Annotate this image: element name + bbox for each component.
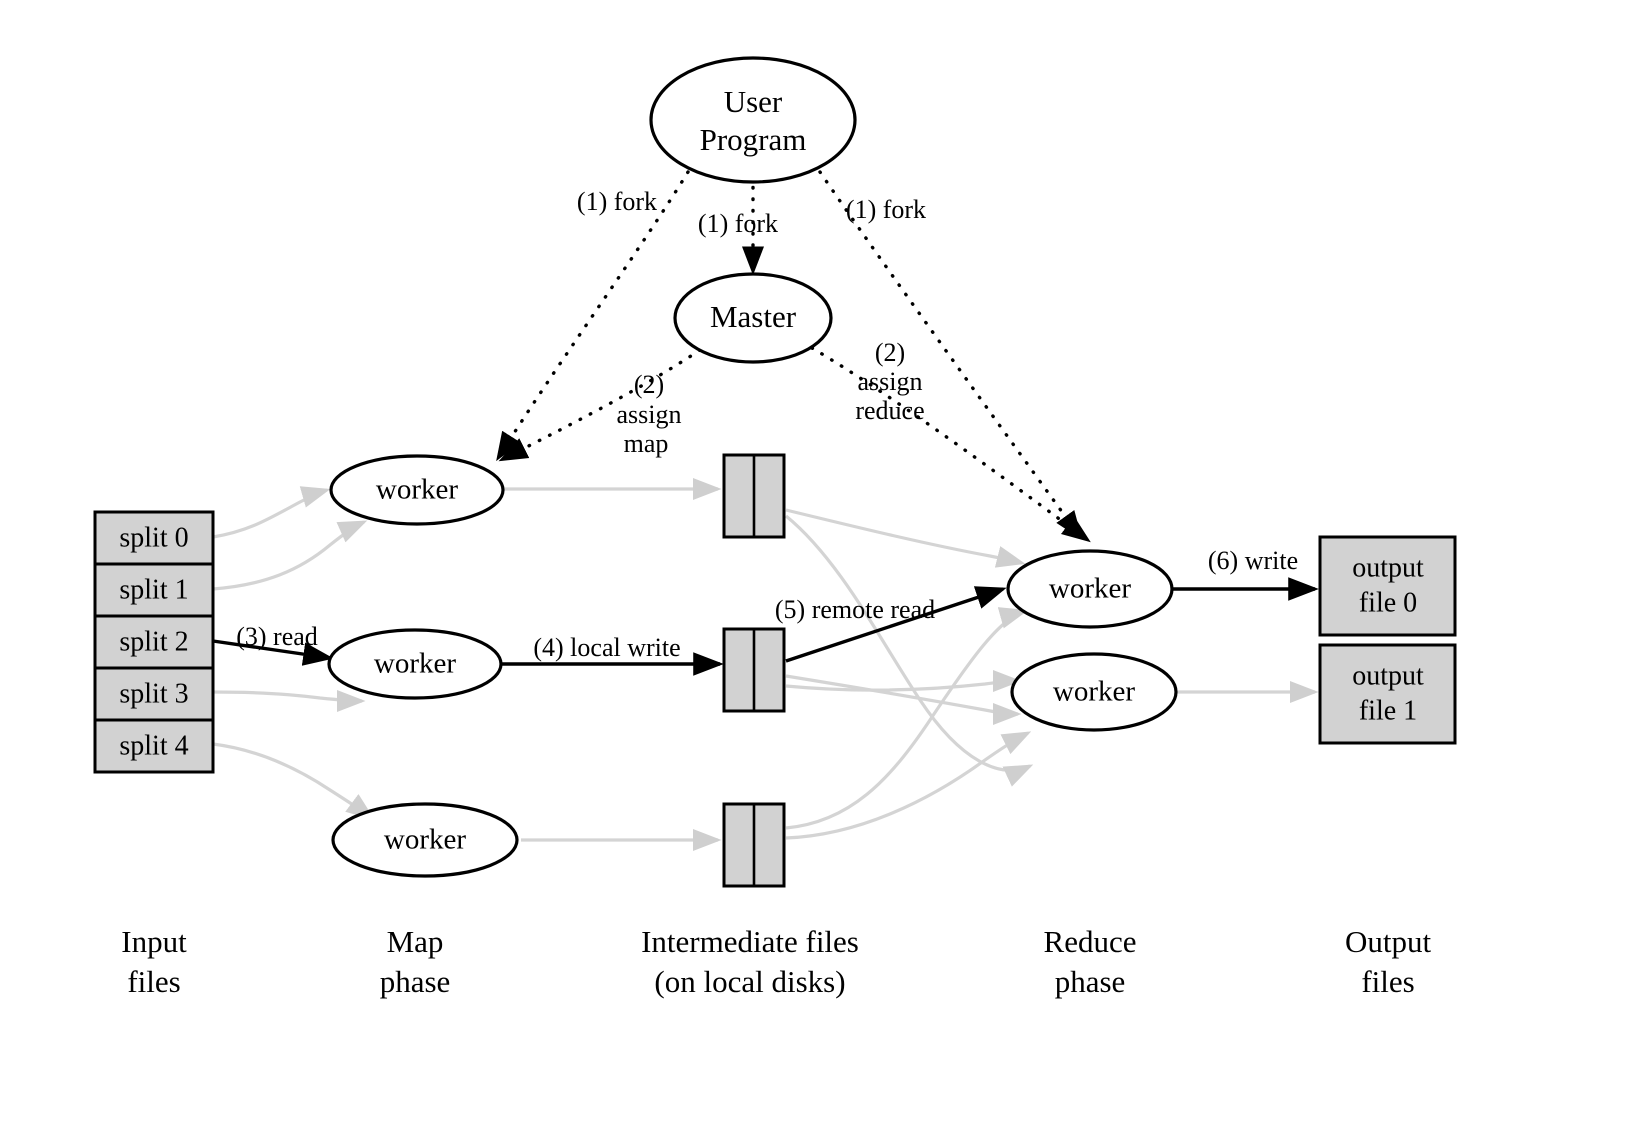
input-split-3-label: split 3 [119,678,188,709]
edge-inter2-to-reduce1-line [785,586,1007,663]
map-worker-1-ellipse[interactable] [329,454,505,526]
output-file-0-label-line2: file 0 [1359,587,1417,618]
edge-split4-to-worker3 [212,742,375,821]
intermediate-file-0[interactable] [722,453,786,539]
edge-inter1-to-reduce1 [785,508,1026,568]
caption-reduce-line1: Reduce [1044,924,1137,959]
label-local-write: (4) local write [533,633,680,662]
caption-input-line2: files [127,964,180,999]
caption-intermediate-line2: (on local disks) [654,964,845,999]
caption-input-line1: Input [121,924,187,959]
output-file-0-label-line1: output [1352,552,1424,583]
label-fork-left: (1) fork [577,187,657,216]
caption-map-line1: Map [387,924,444,959]
edge-fork-right [818,170,1083,540]
input-split-4-label: split 4 [119,730,188,761]
intermediate-file-2[interactable] [722,802,786,888]
output-file-0[interactable]: output file 0 [1318,535,1457,637]
label-assign-reduce-line1: (2) [875,338,905,367]
node-master[interactable]: Master [673,272,833,364]
label-assign-map-line1: (2) [634,370,664,399]
edge-inter2-to-reduce1b [785,669,1022,693]
reduce-worker-1-label: worker [1049,573,1131,605]
input-split-1[interactable]: split 1 [93,562,215,618]
reduce-worker-2-ellipse[interactable] [1010,652,1178,732]
node-user-program[interactable]: User Program [649,56,857,184]
node-map-worker-3[interactable]: worker [331,802,519,878]
edge-split1-to-worker1 [212,520,368,591]
label-fork-right: (1) fork [846,195,926,224]
user-program-label-line1: User [724,84,783,119]
caption-output-line1: Output [1345,924,1432,959]
label-fork-center: (1) fork [698,209,778,238]
output-file-1-label-line1: output [1352,660,1424,691]
edge-read [212,639,334,666]
input-split-2[interactable]: split 2 [93,614,215,670]
map-worker-3-label: worker [384,824,466,856]
edge-inter1-to-reduce2 [784,514,1034,787]
map-worker-1-label: worker [376,474,458,506]
edge-inter3-to-reduce1 [785,607,1029,830]
output-file-1[interactable]: output file 1 [1318,643,1457,745]
caption-reduce-line2: phase [1055,964,1126,999]
label-write: (6) write [1208,546,1298,575]
caption-map-line2: phase [380,964,451,999]
edges-intermediate-to-reduce [784,508,1034,840]
node-map-worker-2[interactable]: worker [327,628,503,700]
edge-remote-read [785,586,1007,663]
map-worker-2-ellipse[interactable] [327,628,503,700]
input-splits-stack: split 0 split 1 split 2 split 3 split 4 [93,510,215,774]
label-assign-map-line2: assign [617,400,682,429]
edge-label-group: (1) fork (1) fork (1) fork (2) assign ma… [236,187,1298,662]
caption-output-line2: files [1361,964,1414,999]
input-split-4[interactable]: split 4 [93,718,215,774]
node-reduce-worker-1[interactable]: worker [1006,549,1174,629]
map-worker-3-ellipse[interactable] [331,802,519,878]
output-file-0-box[interactable] [1318,535,1457,637]
reduce-worker-1-ellipse[interactable] [1006,549,1174,629]
edge-split0-to-worker1 [212,486,331,539]
edge-assign-map [498,348,702,462]
edges-map-to-intermediate [503,477,722,852]
node-reduce-worker-2[interactable]: worker [1010,652,1178,732]
input-split-0[interactable]: split 0 [93,510,215,566]
intermediate-file-1[interactable] [722,627,786,713]
output-file-1-label-line2: file 1 [1359,695,1417,726]
edge-assign-reduce [810,346,1091,543]
label-assign-map-line3: map [624,429,669,458]
edges-input-to-map [212,486,375,821]
reduce-worker-2-label: worker [1053,676,1135,708]
input-split-0-label: split 0 [119,522,188,553]
edge-inter3-to-reduce2 [785,731,1032,840]
label-remote-read: (5) remote read [775,595,935,624]
label-read: (3) read [236,622,318,651]
edge-fork-left [496,170,690,462]
master-ellipse[interactable] [673,272,833,364]
user-program-label-line2: Program [700,122,807,157]
edge-split2-to-worker2-line [212,639,334,666]
label-assign-reduce-line2: assign [858,367,923,396]
user-program-ellipse[interactable] [649,56,857,184]
edges-dotted-control [496,170,1091,543]
label-assign-reduce-line3: reduce [855,396,924,425]
node-map-worker-1[interactable]: worker [329,454,505,526]
column-captions: Input files Map phase Intermediate files… [121,924,1431,999]
edge-split3-to-worker2 [212,689,366,713]
output-file-1-box[interactable] [1318,643,1457,745]
input-split-1-label: split 1 [119,574,188,605]
input-split-2-label: split 2 [119,626,188,657]
input-split-3[interactable]: split 3 [93,666,215,722]
edge-inter2-to-reduce1 [785,674,1022,726]
caption-intermediate-line1: Intermediate files [641,924,859,959]
map-worker-2-label: worker [374,648,456,680]
master-label: Master [710,299,797,334]
input-split-4-box[interactable] [93,718,215,774]
